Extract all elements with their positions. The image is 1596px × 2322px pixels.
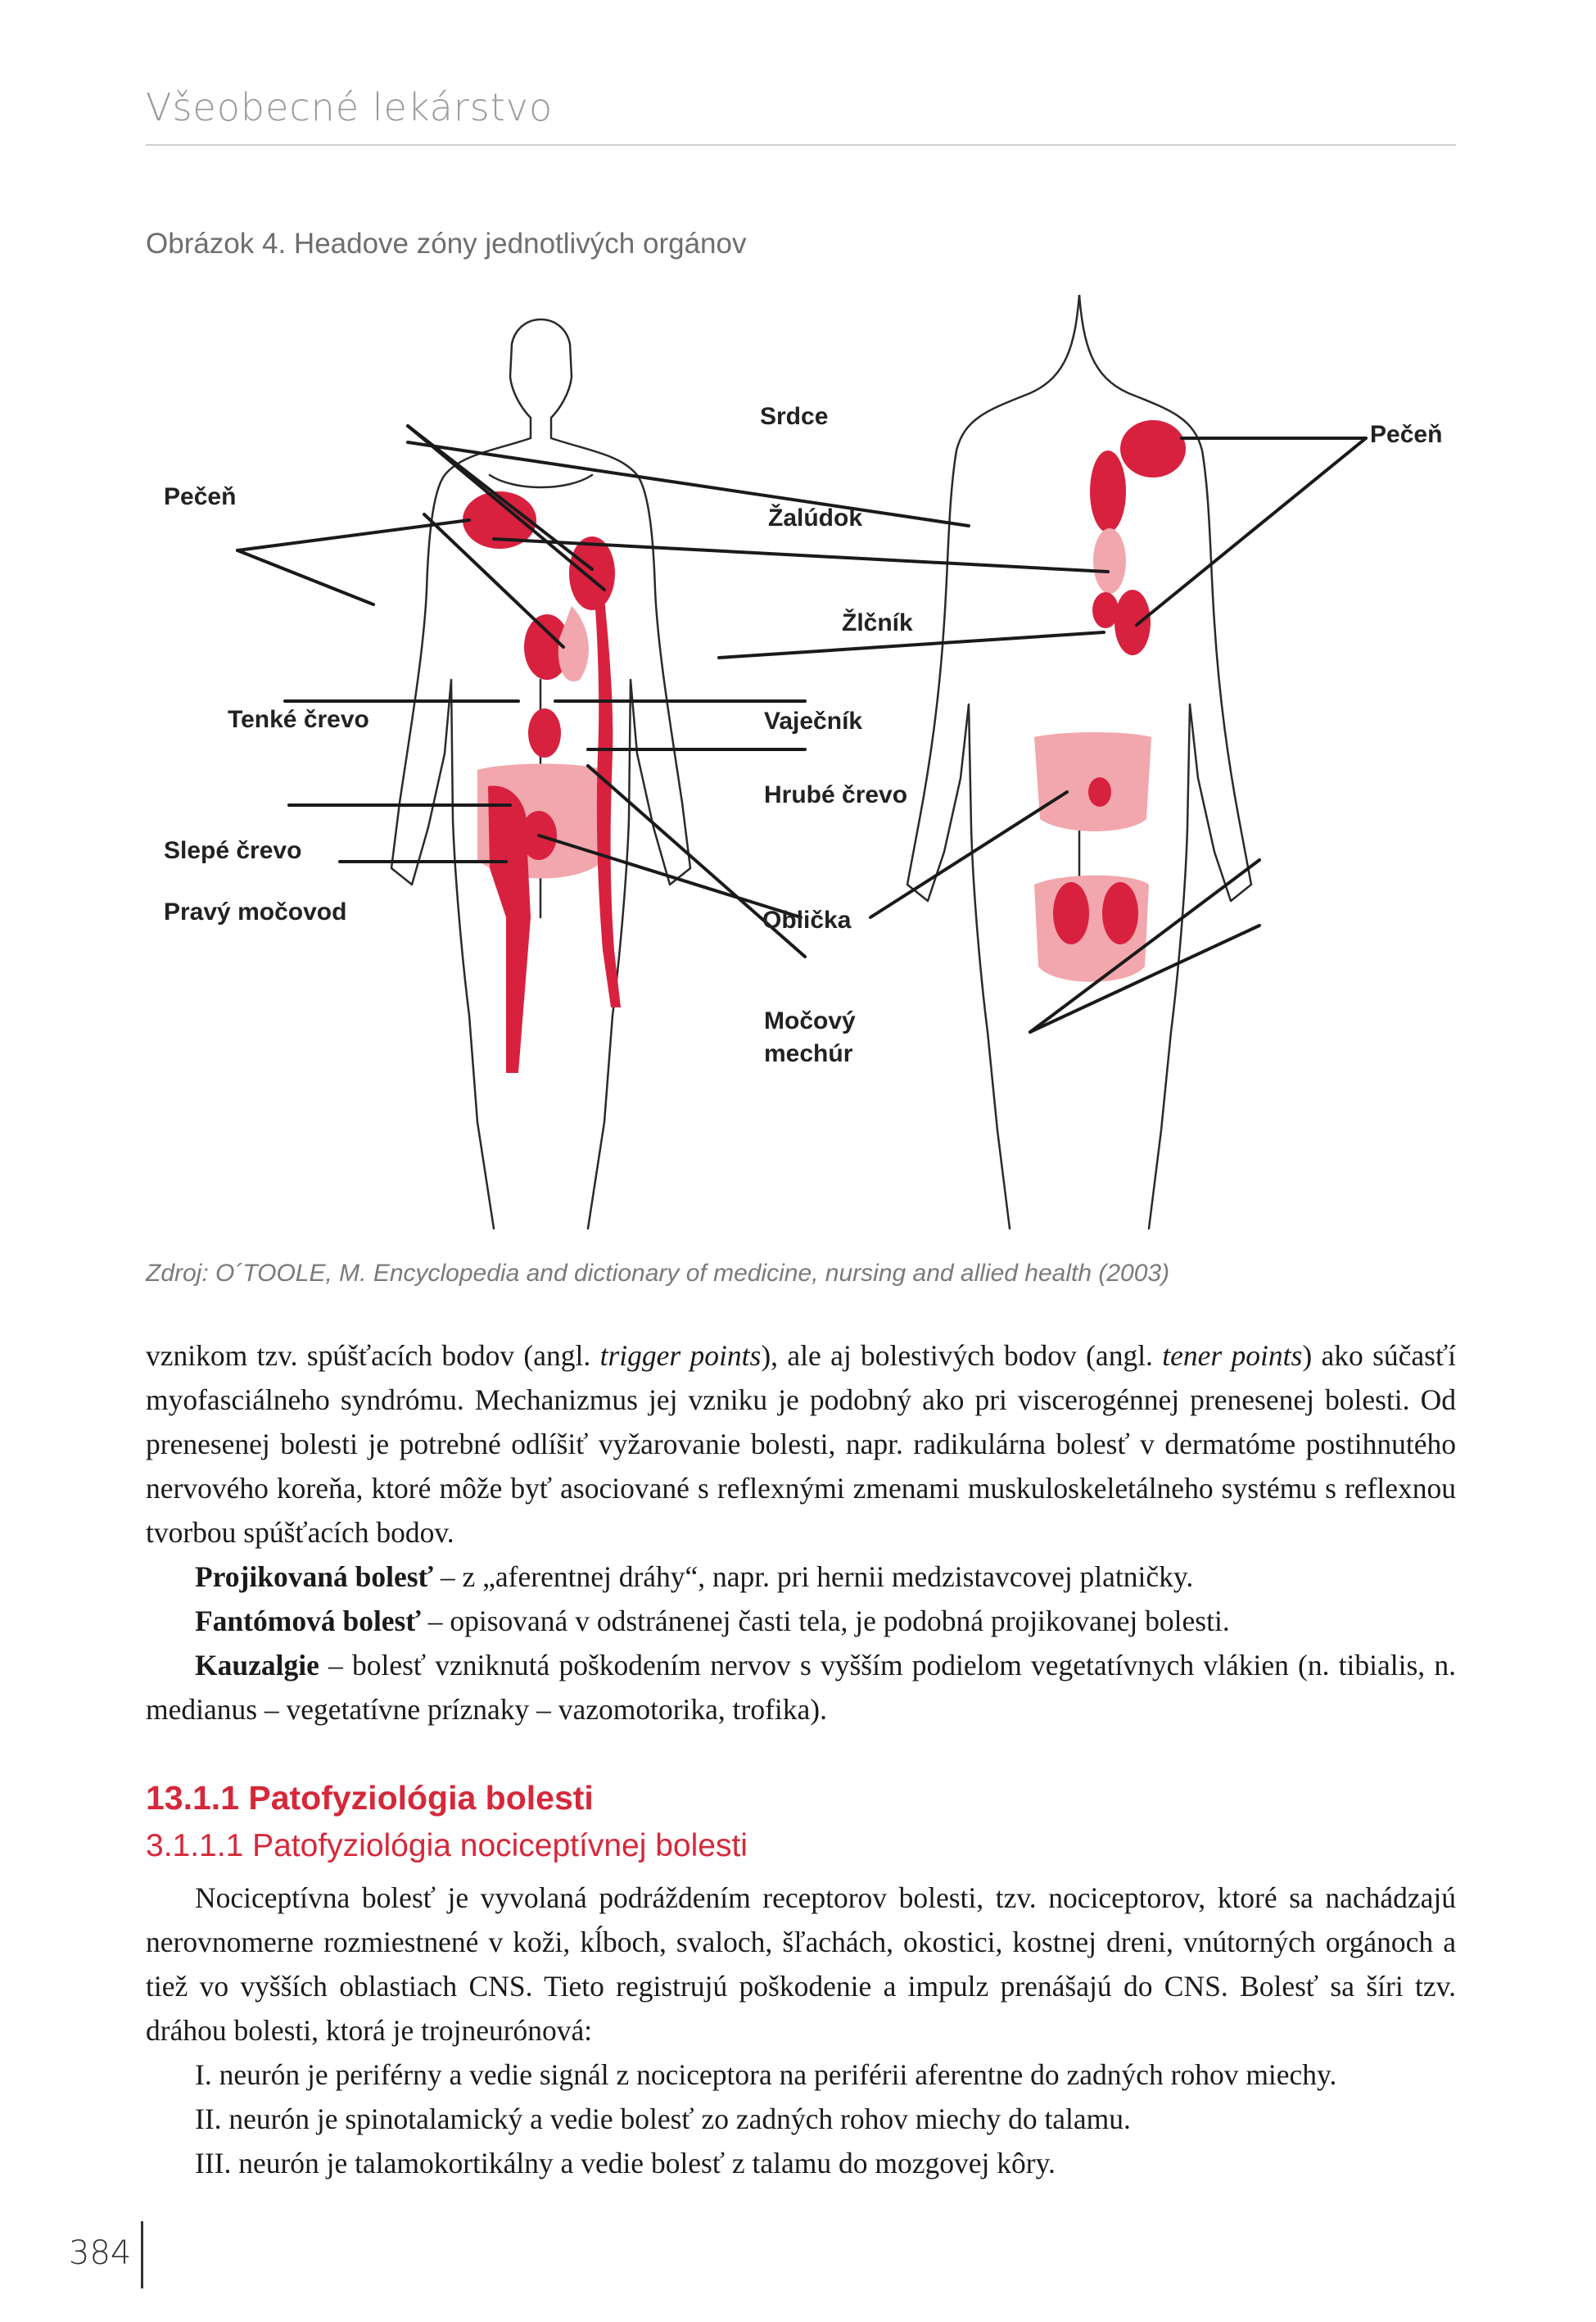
head-zones-figure: Pečeň Srdce Žalúdok Žlčník Tenké črevo V… xyxy=(146,295,1456,1245)
back-left-outline xyxy=(906,295,1081,1230)
label-oblicka: Oblička xyxy=(762,907,852,934)
paragraph-neuron-2: II. neurón je spinotalamický a vedie bol… xyxy=(195,2102,1131,2135)
label-pecen-back: Pečeň xyxy=(1370,421,1443,448)
section-heading: 13.1.1 Patofyziológia bolesti xyxy=(146,1779,594,1817)
label-mocovy-mechur-line1: Močový xyxy=(764,1007,856,1034)
leader-zaludok-back xyxy=(492,537,1110,573)
leader-zlcnik xyxy=(717,631,1105,659)
leader-pecen-front-b xyxy=(236,549,375,606)
back-zones xyxy=(1034,420,1186,982)
label-srdce: Srdce xyxy=(760,403,829,430)
label-hrube-crevo: Hrubé črevo xyxy=(764,781,908,808)
leader-lines xyxy=(236,424,1368,1034)
zone-gallbladder2-back xyxy=(1114,590,1151,655)
leader-zaludok-front xyxy=(423,513,565,649)
zone-gallbladder-back xyxy=(1092,592,1119,628)
leader-pecen-back-b xyxy=(1135,437,1368,627)
header-rule xyxy=(146,144,1456,146)
zone-gallbladder-front xyxy=(524,614,570,680)
paragraph-nociceptive: Nociceptívna bolesť je vyvolaná podrážde… xyxy=(146,1881,1456,2047)
zone-appendix-ureter-front xyxy=(488,785,531,1073)
front-right-outline xyxy=(510,318,692,1230)
page-number: 384 xyxy=(69,2234,132,2272)
front-zones xyxy=(463,491,621,1073)
label-tenke-crevo: Tenké črevo xyxy=(228,706,369,733)
running-head: Všeobecné lekárstvo xyxy=(146,85,554,129)
label-slepe-crevo: Slepé črevo xyxy=(164,837,302,864)
label-vajecnik: Vaječník xyxy=(764,708,863,735)
body-diagram xyxy=(236,295,1368,1230)
leader-srdce-back xyxy=(406,441,970,527)
zone-ureter-strip xyxy=(595,598,621,1007)
zone-bladder-right xyxy=(1102,882,1138,944)
leader-mocovy-front xyxy=(586,764,807,958)
zone-heart-back xyxy=(1090,450,1126,532)
paragraph-projected-pain: Projikovaná bolesť – z „aferentnej dráhy… xyxy=(195,1560,1194,1593)
zone-liver-front xyxy=(463,491,536,549)
zone-stomach-front xyxy=(558,606,589,681)
paragraph-phantom-pain: Fantómová bolesť – opisovaná v odstránen… xyxy=(195,1605,1230,1637)
leader-mocovy-back-a xyxy=(1029,858,1261,1034)
figure-caption: Obrázok 4. Headove zóny jednotlivých org… xyxy=(146,228,747,260)
leader-srdce-b xyxy=(406,424,606,591)
front-collar xyxy=(488,473,594,489)
body-text-block-2: Nociceptívna bolesť je vyvolaná podrážde… xyxy=(146,1876,1456,2185)
paragraph-causalgia: Kauzalgie – bolesť vzniknutá poškodením … xyxy=(146,1649,1456,1726)
body-text-block-1: vznikom tzv. spúšťacích bodov (angl. tri… xyxy=(146,1333,1456,1731)
front-left-outline xyxy=(390,342,532,1230)
paragraph-trigger-points: vznikom tzv. spúšťacích bodov (angl. tri… xyxy=(146,1339,1457,1549)
label-zaludok: Žalúdok xyxy=(768,505,863,532)
leader-oblicka-back xyxy=(869,790,1069,919)
zone-liver-back xyxy=(1120,420,1186,478)
label-mocovy-mechur-line2: mechúr xyxy=(764,1040,853,1067)
zone-ovary-front xyxy=(528,708,561,758)
zone-heart-front xyxy=(569,536,615,610)
leader-pecen-front-a xyxy=(236,518,471,552)
paragraph-neuron-1: I. neurón je periférny a vedie signál z … xyxy=(195,2058,1337,2091)
zone-bladder-left xyxy=(1053,882,1089,944)
leader-oblicka-front xyxy=(537,834,803,919)
figure-source: Zdroj: O´TOOLE, M. Encyclopedia and dict… xyxy=(146,1260,1170,1287)
page-number-rule xyxy=(141,2221,143,2288)
label-pecen-front: Pečeň xyxy=(164,483,237,510)
subsection-heading: 3.1.1.1 Patofyziológia nociceptívnej bol… xyxy=(146,1828,748,1863)
leader-mocovy-back-b xyxy=(1029,924,1261,1034)
label-zlcnik: Žlčník xyxy=(842,609,913,636)
back-right-outline xyxy=(1078,295,1253,1230)
label-pravy-mocovod: Pravý močovod xyxy=(164,898,347,926)
paragraph-neuron-3: III. neurón je talamokortikálny a vedie … xyxy=(195,2147,1056,2179)
zone-kidney-spot xyxy=(1088,777,1111,807)
zone-stomach-back xyxy=(1093,528,1126,594)
